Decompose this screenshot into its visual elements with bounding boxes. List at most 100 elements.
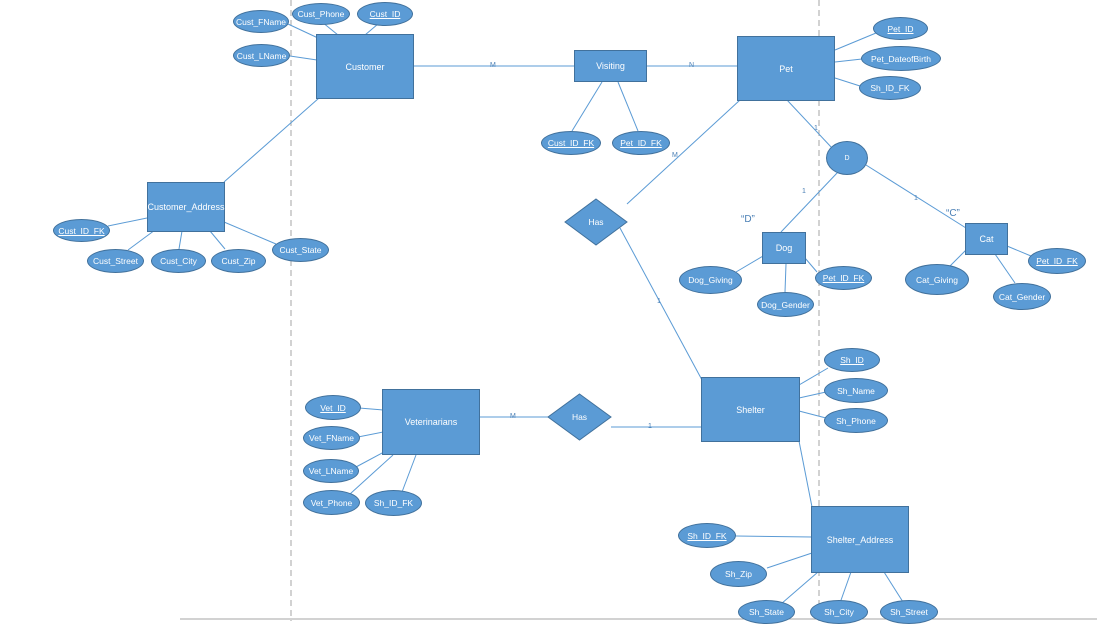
attr-visit-cust-id-fk[interactable]: Cust_ID_FK xyxy=(541,131,601,155)
attr-cust-state[interactable]: Cust_State xyxy=(272,238,329,262)
attr-cust-zip[interactable]: Cust_Zip xyxy=(211,249,266,273)
attr-label: Cust_ID_FK xyxy=(58,225,105,236)
diamond-shape xyxy=(547,393,612,441)
attr-label: Cust_ID xyxy=(369,9,401,19)
connector-pet-sh-fk xyxy=(834,77,861,87)
attr-vet-sh-id-fk[interactable]: Sh_ID_FK xyxy=(365,490,422,516)
attr-dog-gender[interactable]: Dog_Gender xyxy=(757,292,814,317)
cardinality-disjoint-cat: 1 xyxy=(914,195,918,202)
entity-label: Dog xyxy=(775,243,793,253)
attr-sh-state[interactable]: Sh_State xyxy=(738,600,795,624)
attr-sh-phone[interactable]: Sh_Phone xyxy=(824,408,888,433)
attr-label: Vet_FName xyxy=(309,433,354,443)
attr-cat-giving[interactable]: Cat_Giving xyxy=(905,264,969,295)
attr-sh-street[interactable]: Sh_Street xyxy=(880,600,938,624)
attr-cust-city[interactable]: Cust_City xyxy=(151,249,206,273)
attr-cust-fname[interactable]: Cust_FName xyxy=(233,10,289,33)
attr-label: Pet_ID_FK xyxy=(1036,256,1078,266)
connector-disjoint-cat xyxy=(865,164,967,229)
attr-sh-name[interactable]: Sh_Name xyxy=(824,378,888,403)
cardinality-pet-disjoint: 1 xyxy=(814,125,818,132)
connector-cat-giving xyxy=(949,249,967,267)
attr-visit-pet-id-fk[interactable]: Pet_ID_FK xyxy=(612,131,670,155)
attr-label: Pet_ID_FK xyxy=(620,138,662,148)
connector-visit-pet-fk xyxy=(617,81,639,132)
entity-visiting[interactable]: Visiting xyxy=(574,50,647,82)
attr-addr-cust-id-fk[interactable]: Cust_ID_FK xyxy=(53,219,110,242)
connector-dog-pet-fk xyxy=(804,257,818,273)
attr-vet-lname[interactable]: Vet_LName xyxy=(303,459,359,483)
attr-vet-fname[interactable]: Vet_FName xyxy=(303,426,360,450)
entity-customer-address[interactable]: Customer_Address xyxy=(147,182,225,232)
attr-vet-id[interactable]: Vet_ID xyxy=(305,395,361,420)
attr-dog-giving[interactable]: Dog_Giving xyxy=(679,266,742,294)
attr-label: Cust_Street xyxy=(93,256,138,266)
attr-pet-dob[interactable]: Pet_DateofBirth xyxy=(861,46,941,71)
entity-veterinarians[interactable]: Veterinarians xyxy=(382,389,480,455)
entity-cat[interactable]: Cat xyxy=(965,223,1008,255)
cardinality-disjoint-dog: 1 xyxy=(802,188,806,195)
entity-dog[interactable]: Dog xyxy=(762,232,806,264)
attr-cust-lname[interactable]: Cust_LName xyxy=(233,44,290,67)
connector-vet-id xyxy=(358,407,384,411)
entity-label: Visiting xyxy=(596,61,625,71)
entity-shelter-address[interactable]: Shelter_Address xyxy=(811,506,909,573)
relationship-pet-shelter-has[interactable]: Has xyxy=(564,198,628,246)
connector-pet-disjoint xyxy=(786,99,833,149)
connector-vet-fname xyxy=(357,431,384,438)
attr-label: Dog_Giving xyxy=(688,275,733,285)
attr-cust-phone[interactable]: Cust_Phone xyxy=(292,3,350,25)
diamond-shape xyxy=(564,198,628,246)
connector-visit-cust-fk xyxy=(571,81,603,132)
entity-shelter[interactable]: Shelter xyxy=(701,377,800,442)
connector-cat-pet-fk xyxy=(1006,245,1032,257)
cardinality-customer-visiting: M xyxy=(490,62,496,69)
entity-pet[interactable]: Pet xyxy=(737,36,835,101)
attr-label: Sh_Name xyxy=(837,385,875,396)
entity-label: Pet xyxy=(779,63,793,74)
attr-label: Vet_Phone xyxy=(310,497,353,508)
cardinality-has-vet-shelter: 1 xyxy=(648,423,652,430)
connector-cust-city xyxy=(178,230,183,250)
attr-label: Cust_City xyxy=(160,256,197,266)
connector-cust-street xyxy=(127,229,156,251)
attr-cat-gender[interactable]: Cat_Gender xyxy=(993,283,1051,310)
connector-disjoint-dog xyxy=(780,171,839,233)
attr-label: Cust_State xyxy=(279,245,322,255)
connector-cust-id xyxy=(364,23,379,36)
attr-label: Pet_DateofBirth xyxy=(870,53,931,64)
attr-dog-pet-id-fk[interactable]: Pet_ID_FK xyxy=(815,266,872,290)
attr-cat-pet-id-fk[interactable]: Pet_ID_FK xyxy=(1028,248,1086,274)
attr-label: Sh_Zip xyxy=(725,569,752,579)
specialization-label-dog: “D” xyxy=(741,214,755,225)
entity-customer[interactable]: Customer xyxy=(316,34,414,99)
disjoint-circle[interactable]: D xyxy=(826,141,868,175)
entity-label: Veterinarians xyxy=(404,417,458,427)
connector-pet-id xyxy=(834,32,877,51)
attr-label: Vet_ID xyxy=(320,402,346,413)
attr-pet-sh-id-fk[interactable]: Sh_ID_FK xyxy=(859,76,921,100)
connector-has-shelter xyxy=(619,227,703,381)
connector-cust-state xyxy=(223,221,277,245)
connector-vet-sh-fk xyxy=(401,454,417,493)
attr-sh-id[interactable]: Sh_ID xyxy=(824,348,880,372)
entity-label: Shelter_Address xyxy=(826,534,894,545)
attr-label: Cat_Gender xyxy=(998,291,1046,302)
relationship-vet-shelter-has[interactable]: Has xyxy=(547,393,612,441)
attr-label: Cust_FName xyxy=(235,16,287,27)
attr-pet-id[interactable]: Pet_ID xyxy=(873,17,928,40)
cardinality-visiting-pet: N xyxy=(689,62,695,69)
connector-sh-zip xyxy=(766,552,813,569)
attr-label: Pet_ID xyxy=(887,23,914,34)
attr-sh-zip[interactable]: Sh_Zip xyxy=(710,561,767,587)
attr-vet-phone[interactable]: Vet_Phone xyxy=(303,490,360,515)
attr-cust-id[interactable]: Cust_ID xyxy=(357,2,413,26)
attr-sh-city[interactable]: Sh_City xyxy=(810,600,868,624)
connector-customer-address xyxy=(223,97,320,183)
attr-cust-street[interactable]: Cust_Street xyxy=(87,249,144,273)
attr-shaddr-sh-id-fk[interactable]: Sh_ID_FK xyxy=(678,523,736,548)
connector-sh-id xyxy=(798,367,829,386)
entity-label: Cat xyxy=(979,234,994,244)
connector-vet-lname xyxy=(355,451,385,468)
attr-label: Sh_State xyxy=(749,607,784,617)
